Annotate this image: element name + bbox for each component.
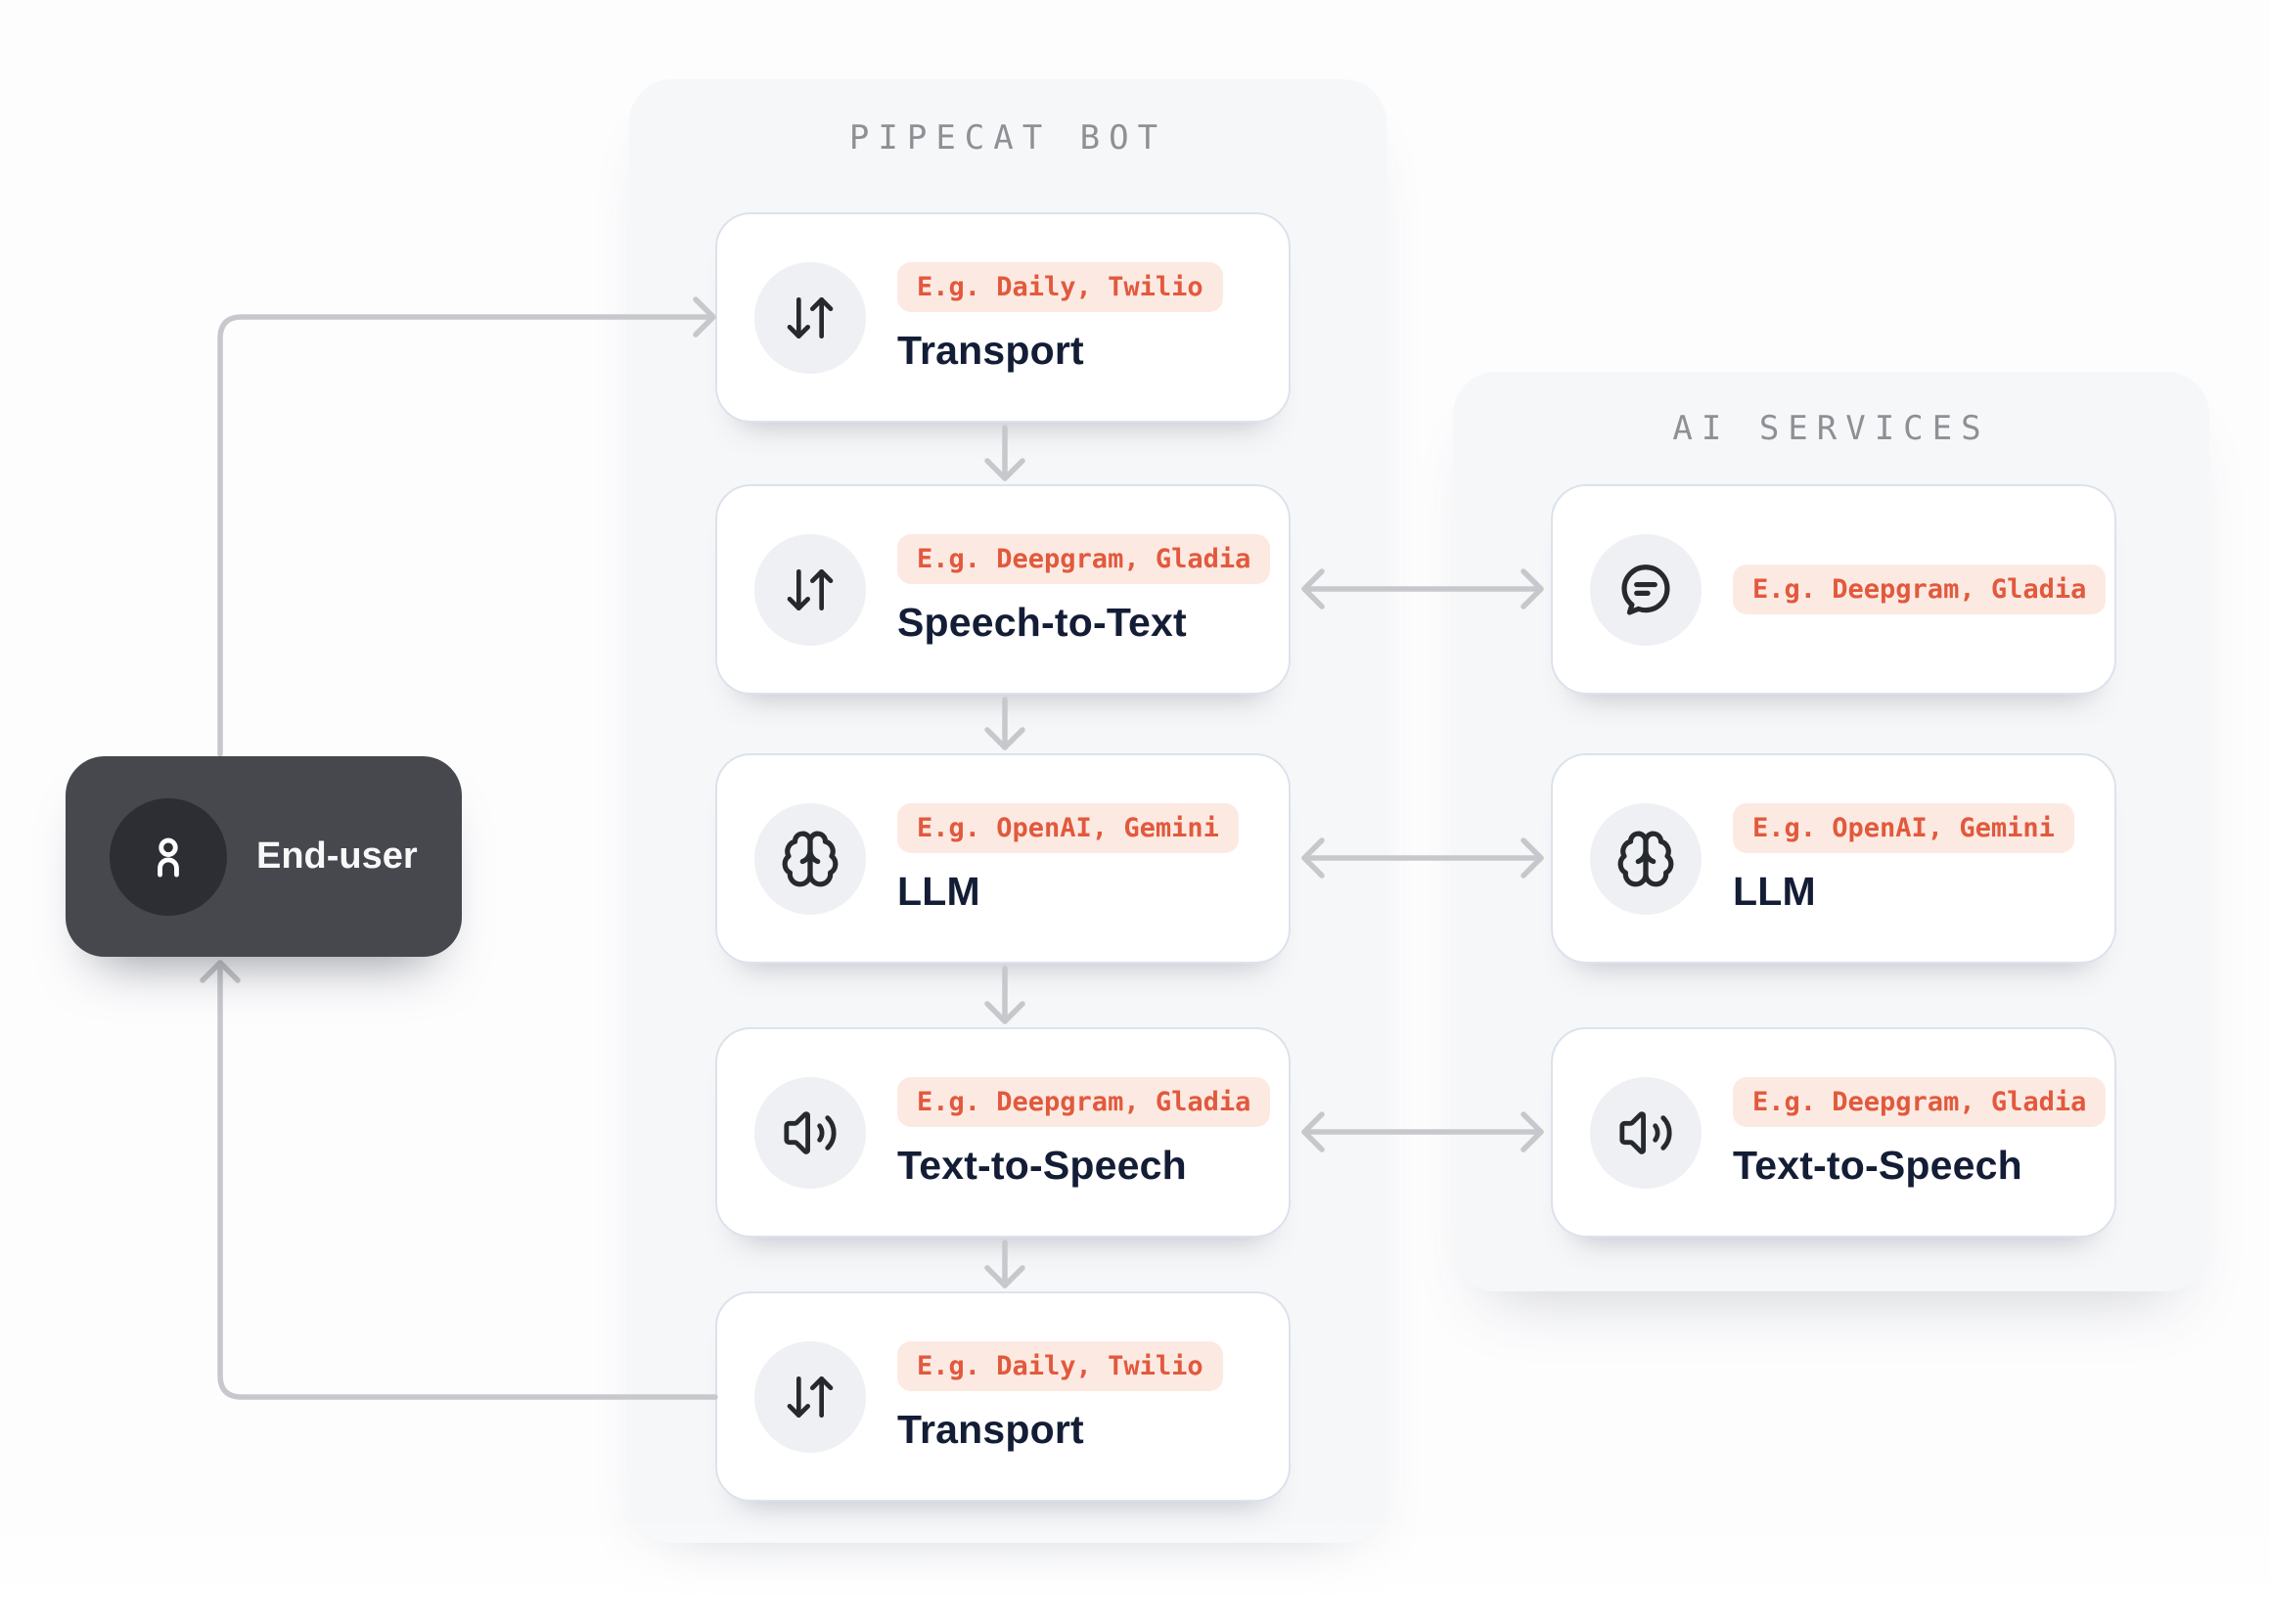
card-text: E.g. Daily, Twilio Transport xyxy=(897,261,1223,374)
card-text: E.g. Deepgram, Gladia Text-to-Speech xyxy=(1733,1076,2107,1189)
card-label: LLM xyxy=(897,868,980,914)
card-label: Text-to-Speech xyxy=(897,1142,1187,1188)
card-label: Transport xyxy=(897,327,1084,373)
end-user-node: End-user xyxy=(66,756,462,957)
examples-badge: E.g. Deepgram, Gladia xyxy=(897,533,1271,584)
examples-badge: E.g. Daily, Twilio xyxy=(897,261,1223,312)
brain-icon xyxy=(1590,802,1702,915)
card-text: E.g. Daily, Twilio Transport xyxy=(897,1340,1223,1453)
card-text-to-speech: E.g. Deepgram, Gladia Text-to-Speech xyxy=(715,1027,1291,1238)
card-transport-out: E.g. Daily, Twilio Transport xyxy=(715,1291,1291,1502)
arrow-down-up-icon xyxy=(754,261,866,374)
examples-badge: E.g. Deepgram, Gladia xyxy=(1733,564,2107,614)
card-label: Text-to-Speech xyxy=(1733,1142,2022,1188)
ai-services-panel: AI SERVICES E.g. Deepgram, Gladia E.g. O… xyxy=(1453,372,2209,1291)
pipecat-bot-panel-title: PIPECAT BOT xyxy=(848,118,1167,158)
pipecat-bot-panel: PIPECAT BOT E.g. Daily, Twilio Transport… xyxy=(629,79,1386,1543)
card-ai-llm: E.g. OpenAI, Gemini LLM xyxy=(1551,753,2116,964)
card-speech-to-text: E.g. Deepgram, Gladia Speech-to-Text xyxy=(715,484,1291,695)
examples-badge: E.g. OpenAI, Gemini xyxy=(897,802,1239,853)
examples-badge: E.g. Daily, Twilio xyxy=(897,1340,1223,1391)
examples-badge: E.g. OpenAI, Gemini xyxy=(1733,802,2074,853)
examples-badge: E.g. Deepgram, Gladia xyxy=(1733,1076,2107,1127)
card-text: E.g. OpenAI, Gemini LLM xyxy=(897,802,1239,915)
arrowhead-up xyxy=(200,960,241,983)
card-text: E.g. Deepgram, Gladia xyxy=(1733,564,2107,614)
speaker-icon xyxy=(1590,1076,1702,1189)
card-ai-speech-to-text: E.g. Deepgram, Gladia xyxy=(1551,484,2116,695)
user-icon xyxy=(110,797,227,916)
card-label: Speech-to-Text xyxy=(897,599,1187,645)
card-llm: E.g. OpenAI, Gemini LLM xyxy=(715,753,1291,964)
card-label: LLM xyxy=(1733,868,1816,914)
speaker-icon xyxy=(754,1076,866,1189)
chat-bubble-icon xyxy=(1590,533,1702,646)
brain-icon xyxy=(754,802,866,915)
arrow-down-up-icon xyxy=(754,533,866,646)
arrow-down-up-icon xyxy=(754,1340,866,1453)
card-text: E.g. Deepgram, Gladia Speech-to-Text xyxy=(897,533,1271,646)
examples-badge: E.g. Deepgram, Gladia xyxy=(897,1076,1271,1127)
card-label: Transport xyxy=(897,1406,1084,1452)
ai-services-panel-title: AI SERVICES xyxy=(1672,409,1990,448)
end-user-label: End-user xyxy=(256,835,418,877)
card-ai-text-to-speech: E.g. Deepgram, Gladia Text-to-Speech xyxy=(1551,1027,2116,1238)
card-transport-in: E.g. Daily, Twilio Transport xyxy=(715,212,1291,423)
card-text: E.g. OpenAI, Gemini LLM xyxy=(1733,802,2074,915)
card-text: E.g. Deepgram, Gladia Text-to-Speech xyxy=(897,1076,1271,1189)
